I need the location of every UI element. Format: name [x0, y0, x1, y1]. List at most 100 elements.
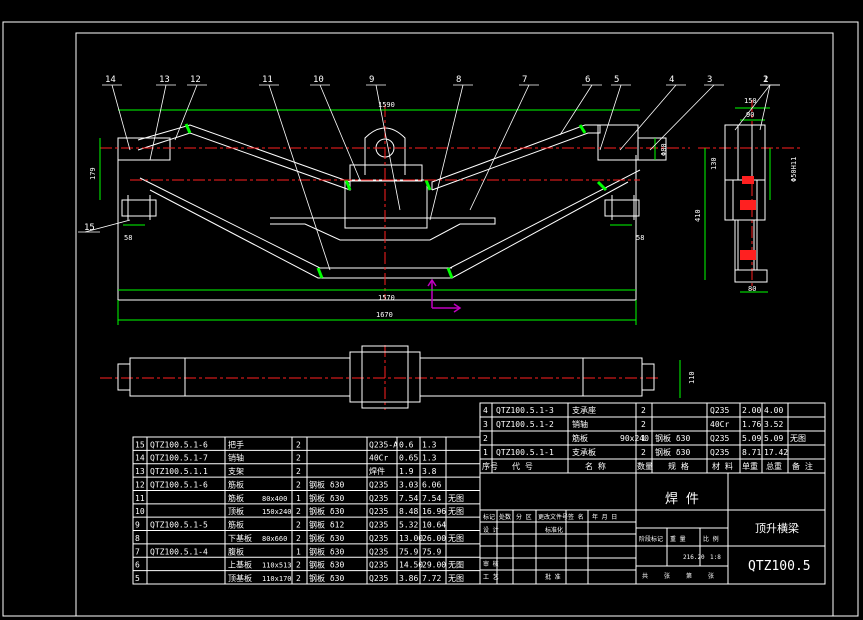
weld-marks — [184, 123, 608, 279]
dimension-texts: 1590 179 58 58 1570 1670 Φ80 110 150 90 … — [89, 97, 798, 384]
svg-text:40Cr: 40Cr — [710, 420, 729, 429]
dim-side-bottom: 80 — [748, 285, 756, 293]
dim-inner-span: 1570 — [378, 294, 395, 302]
svg-text:QTZ100.5.1-6: QTZ100.5.1-6 — [150, 480, 208, 489]
svg-text:5.09: 5.09 — [764, 434, 783, 443]
svg-text:QTZ100.5.1.1: QTZ100.5.1.1 — [150, 467, 208, 476]
drawing-weight: 216.20 — [683, 554, 705, 561]
svg-text:顶板: 顶板 — [228, 506, 244, 516]
callout-label: 11 — [262, 75, 273, 85]
revision-label: 标记 — [483, 513, 495, 521]
svg-text:Q235: Q235 — [369, 480, 388, 489]
svg-text:2: 2 — [296, 440, 301, 449]
svg-text:2: 2 — [296, 480, 301, 489]
svg-text:11: 11 — [135, 494, 145, 503]
svg-text:17.42: 17.42 — [764, 448, 788, 457]
svg-text:80x400: 80x400 — [262, 495, 287, 503]
svg-text:无图: 无图 — [448, 561, 464, 570]
svg-text:2: 2 — [641, 406, 646, 415]
dim-small-right: 58 — [636, 234, 644, 242]
svg-text:1: 1 — [483, 448, 488, 457]
svg-text:销轴: 销轴 — [228, 453, 244, 463]
svg-text:110x170: 110x170 — [262, 575, 292, 583]
svg-text:10: 10 — [135, 507, 145, 516]
callout-label: 7 — [522, 75, 527, 85]
svg-text:单重: 单重 — [742, 461, 758, 471]
dim-side-width-top: 150 — [744, 97, 757, 105]
title-block-labels: 标记处数分 区更改文件号签 名年 月 日阶段标记重 量比 例共张第张 — [483, 513, 719, 580]
callout-14: 14 — [102, 75, 131, 151]
callout-11: 11 — [259, 75, 331, 271]
svg-text:1: 1 — [296, 547, 301, 556]
label-design: 设 计 — [483, 526, 499, 534]
svg-text:2: 2 — [641, 420, 646, 429]
svg-text:QTZ100.5.1-3: QTZ100.5.1-3 — [496, 406, 554, 415]
drawing-scale: 1:8 — [710, 554, 721, 561]
callout-label: 14 — [105, 75, 116, 85]
svg-text:Q235: Q235 — [369, 521, 388, 530]
revision-label: 更改文件号 — [538, 513, 568, 521]
svg-text:无图: 无图 — [790, 434, 806, 443]
callout-label: 3 — [707, 75, 712, 85]
svg-text:13.00: 13.00 — [399, 534, 423, 543]
svg-text:2: 2 — [296, 467, 301, 476]
svg-text:Q235: Q235 — [710, 434, 729, 443]
svg-text:9: 9 — [135, 521, 140, 530]
svg-text:Q235: Q235 — [369, 561, 388, 570]
svg-text:5.32: 5.32 — [399, 521, 418, 530]
svg-text:上基板: 上基板 — [228, 560, 252, 570]
plan-view — [117, 345, 655, 409]
svg-text:2: 2 — [483, 434, 488, 443]
svg-text:4: 4 — [483, 406, 488, 415]
revision-label: 处数 — [499, 513, 511, 521]
svg-text:13: 13 — [135, 467, 145, 476]
inner-frame — [75, 32, 834, 617]
callout-13: 13 — [149, 75, 176, 161]
svg-text:7.54: 7.54 — [422, 494, 441, 503]
svg-text:1.3: 1.3 — [422, 454, 437, 463]
svg-text:无图: 无图 — [448, 494, 464, 503]
svg-text:3.52: 3.52 — [764, 420, 783, 429]
svg-text:2: 2 — [296, 454, 301, 463]
svg-text:5: 5 — [135, 574, 140, 583]
callout-12: 12 — [174, 75, 207, 141]
svg-text:钢板 δ30: 钢板 δ30 — [309, 479, 344, 489]
callout-10: 10 — [310, 75, 361, 181]
svg-text:钢板 δ30: 钢板 δ30 — [655, 433, 690, 443]
callout-1: 1 — [759, 75, 780, 131]
svg-text:顶基板: 顶基板 — [228, 573, 252, 583]
svg-text:钢板 δ30: 钢板 δ30 — [309, 560, 344, 570]
svg-text:7.54: 7.54 — [399, 494, 418, 503]
callout-7: 7 — [469, 75, 539, 211]
label-craft: 工 艺 — [483, 573, 499, 581]
svg-text:8.48: 8.48 — [399, 507, 418, 516]
svg-text:Q235: Q235 — [710, 448, 729, 457]
callout-label: 1 — [763, 75, 768, 85]
front-view — [117, 124, 667, 301]
svg-text:备 注: 备 注 — [792, 461, 813, 471]
dim-side-dia: Φ50H11 — [790, 157, 798, 182]
label-approve: 批 准 — [545, 573, 561, 581]
svg-text:29.00: 29.00 — [422, 561, 446, 570]
svg-text:筋板: 筋板 — [228, 479, 244, 489]
svg-text:下基板: 下基板 — [228, 533, 252, 543]
svg-text:QTZ100.5.1-5: QTZ100.5.1-5 — [150, 521, 208, 530]
dim-top-overall: 1590 — [378, 101, 395, 109]
svg-text:3.03: 3.03 — [399, 480, 418, 489]
parts-lower-grid — [133, 449, 480, 572]
svg-text:40Cr: 40Cr — [369, 454, 388, 463]
revision-label: 签 名 — [568, 513, 584, 521]
svg-text:筋板: 筋板 — [228, 493, 244, 503]
svg-text:QTZ100.5.1-6: QTZ100.5.1-6 — [150, 440, 208, 449]
sheet-label: 张 — [708, 572, 714, 580]
svg-text:2: 2 — [296, 521, 301, 530]
svg-text:2: 2 — [296, 561, 301, 570]
svg-text:QTZ100.5.1-2: QTZ100.5.1-2 — [496, 420, 554, 429]
